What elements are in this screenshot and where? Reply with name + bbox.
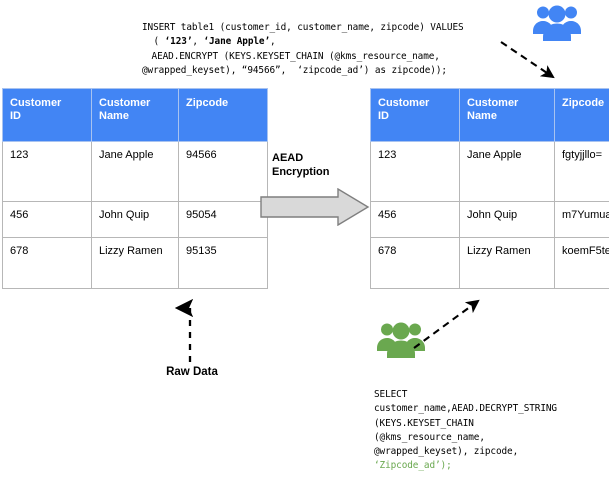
select-query-line-2: customer_name,AEAD.DECRYPT_STRING: [374, 403, 557, 414]
block-arrow-right-icon: [260, 188, 370, 226]
table-row: 123 Jane Apple 94566: [3, 142, 268, 202]
cell-customer-id: 456: [371, 202, 460, 238]
table-row: 456 John Quip m7Yumuawqry: [371, 202, 609, 238]
insert-query-line-3: AEAD.ENCRYPT (KEYS.KEYSET_CHAIN (@kms_re…: [142, 51, 440, 62]
insert-query-line-2: ( ‘123’, ‘Jane Apple’,: [142, 36, 276, 47]
cell-zipcode: 94566: [179, 142, 268, 202]
label-line2: Encryption: [272, 166, 329, 178]
label-line1: AEAD: [272, 152, 303, 164]
select-query-line-1: SELECT: [374, 389, 407, 400]
header-text-line2: Name: [99, 110, 129, 122]
cell-zipcode: fgtyjjllo=: [555, 142, 609, 202]
cell-zipcode: 95135: [179, 238, 268, 289]
cell-customer-name: Jane Apple: [460, 142, 555, 202]
table-row: 123 Jane Apple fgtyjjllo=: [371, 142, 609, 202]
header-text-line1: Customer: [467, 97, 518, 109]
select-query-line-6: ‘Zipcode_ad’);: [374, 460, 452, 471]
header-text-line2: Name: [467, 110, 497, 122]
cell-customer-id: 123: [371, 142, 460, 202]
header-text-line1: Zipcode: [562, 97, 604, 109]
aead-encryption-label: AEAD Encryption: [272, 152, 362, 179]
cell-customer-id: 678: [3, 238, 92, 289]
cell-customer-name: Lizzy Ramen: [460, 238, 555, 289]
header-text-line1: Customer: [99, 97, 150, 109]
table-row: 678 Lizzy Ramen koemF5ter=: [371, 238, 609, 289]
select-query-line-4: (@kms_resource_name,: [374, 432, 485, 443]
header-text-line1: Customer: [10, 97, 61, 109]
raw-data-arrow-icon: [170, 300, 210, 364]
table-row: 678 Lizzy Ramen 95135: [3, 238, 268, 289]
cell-customer-name: John Quip: [460, 202, 555, 238]
cell-zipcode: koemF5ter=: [555, 238, 609, 289]
insert-flow-arrow-icon: [498, 38, 568, 88]
insert-query-code: INSERT table1 (customer_id, customer_nam…: [142, 6, 512, 94]
cell-customer-id: 678: [371, 238, 460, 289]
table-row: 456 John Quip 95054: [3, 202, 268, 238]
diagram-canvas: INSERT table1 (customer_id, customer_nam…: [0, 0, 609, 469]
select-query-code: SELECT customer_name,AEAD.DECRYPT_STRING…: [374, 374, 609, 488]
header-text-line1: Customer: [378, 97, 429, 109]
cell-zipcode: 95054: [179, 202, 268, 238]
insert-query-line-1: INSERT table1 (customer_id, customer_nam…: [142, 22, 464, 33]
cell-customer-name: John Quip: [92, 202, 179, 238]
people-group-icon: [532, 3, 582, 41]
column-header-zipcode: Zipcode: [555, 89, 609, 142]
cell-zipcode: m7Yumuawqry: [555, 202, 609, 238]
select-query-line-3: (KEYS.KEYSET_CHAIN: [374, 418, 474, 429]
insert-query-line-4: @wrapped_keyset), “94566”, ‘zipcode_ad’)…: [142, 65, 447, 76]
select-flow-arrow-icon: [412, 296, 492, 356]
header-text-line1: Zipcode: [186, 97, 228, 109]
cell-customer-id: 456: [3, 202, 92, 238]
cell-customer-name: Jane Apple: [92, 142, 179, 202]
column-header-zipcode: Zipcode: [179, 89, 268, 142]
cell-customer-id: 123: [3, 142, 92, 202]
select-query-line-5: @wrapped_keyset), zipcode,: [374, 446, 518, 457]
header-text-line2: ID: [378, 110, 389, 122]
cell-customer-name: Lizzy Ramen: [92, 238, 179, 289]
raw-data-label: Raw Data: [132, 366, 252, 378]
header-text-line2: ID: [10, 110, 21, 122]
